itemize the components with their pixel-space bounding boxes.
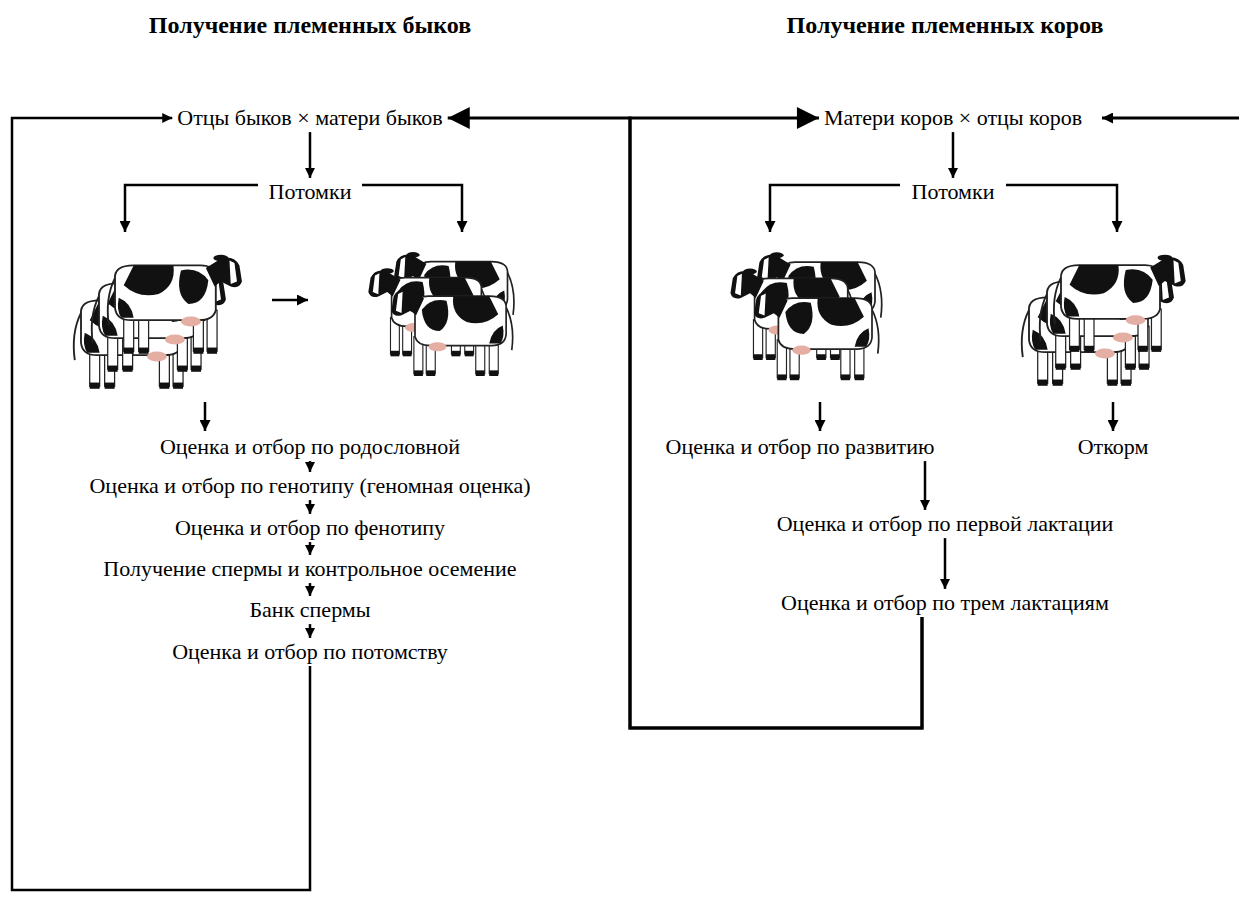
stage-text: Потомки <box>269 180 352 204</box>
stage-text: Оценка и отбор по родословной <box>160 435 460 459</box>
cow-group <box>1022 255 1186 386</box>
flow-arrow <box>448 118 922 728</box>
stage-text-box: Оценка и отбор по генотипу (геномная оце… <box>85 473 534 499</box>
flow-arrow <box>952 132 955 178</box>
split-arrow <box>770 185 900 232</box>
flow-arrow <box>309 132 312 178</box>
stage-text-box: Оценка и отбор по первой лактации <box>773 511 1118 537</box>
cow-figure <box>754 288 879 380</box>
cow-group <box>730 252 881 380</box>
stage-text-box: Оценка и отбор по развитию <box>662 434 939 460</box>
stage-text: Оценка и отбор по потомству <box>172 640 448 664</box>
stage-text-box: Оценка и отбор по родословной <box>156 434 464 460</box>
flow-arrow <box>12 118 310 890</box>
flow-arrow <box>309 500 312 514</box>
flow-arrow <box>309 461 312 472</box>
incoming-arrow <box>1102 117 1239 120</box>
cow-figure <box>1054 255 1186 352</box>
stage-text: Откорм <box>1078 435 1149 459</box>
cow-figure <box>391 287 512 376</box>
split-arrow <box>125 185 258 232</box>
stage-text: Отцы быков × матери быков <box>177 106 442 130</box>
stage-text-box: Банк спермы <box>245 597 374 623</box>
image-arrow <box>819 402 822 431</box>
cow-group <box>368 252 514 376</box>
stage-text-box: Оценка и отбор по потомству <box>168 639 452 665</box>
stage-text-box: Потомки <box>265 179 356 205</box>
stage-text-box: Оценка и отбор по фенотипу <box>171 515 449 541</box>
split-arrow <box>1006 185 1117 232</box>
stage-text: Получение спермы и контрольное осемение <box>103 557 516 581</box>
image-arrow <box>204 402 207 431</box>
stage-text: Оценка и отбор по развитию <box>666 435 935 459</box>
stage-text-box: Отцы быков × матери быков <box>173 105 446 131</box>
stage-text: Оценка и отбор по генотипу (геномная оце… <box>89 474 530 498</box>
flow-arrow <box>309 542 312 555</box>
stage-text: Оценка и отбор по фенотипу <box>175 516 445 540</box>
split-arrows <box>125 118 1239 431</box>
stage-text: Оценка и отбор по первой лактации <box>777 512 1114 536</box>
stage-text-box: Откорм <box>1074 434 1153 460</box>
flow-arrow <box>309 583 312 596</box>
flow-arrow <box>924 461 927 510</box>
section-heading: Получение племенных быков <box>146 11 474 39</box>
stage-text: Матери коров × отцы коров <box>824 106 1082 130</box>
section-heading: Получение племенных коров <box>784 11 1107 39</box>
stage-text-box: Потомки <box>908 179 999 205</box>
stage-text-box: Получение спермы и контрольное осемение <box>99 556 520 582</box>
flow-arrow <box>630 118 922 728</box>
split-arrow <box>362 185 462 232</box>
stage-text: Банк спермы <box>249 598 370 622</box>
stage-text: Оценка и отбор по трем лактациям <box>781 591 1109 615</box>
flow-arrow <box>309 624 312 638</box>
stage-text-box: Оценка и отбор по трем лактациям <box>777 590 1113 616</box>
image-arrow <box>272 299 308 302</box>
flow-arrow <box>944 538 947 589</box>
cow-figure <box>108 255 242 354</box>
stage-text: Потомки <box>912 180 995 204</box>
image-arrow <box>1112 402 1115 431</box>
stage-text-box: Матери коров × отцы коров <box>820 105 1086 131</box>
cow-group <box>74 255 242 389</box>
